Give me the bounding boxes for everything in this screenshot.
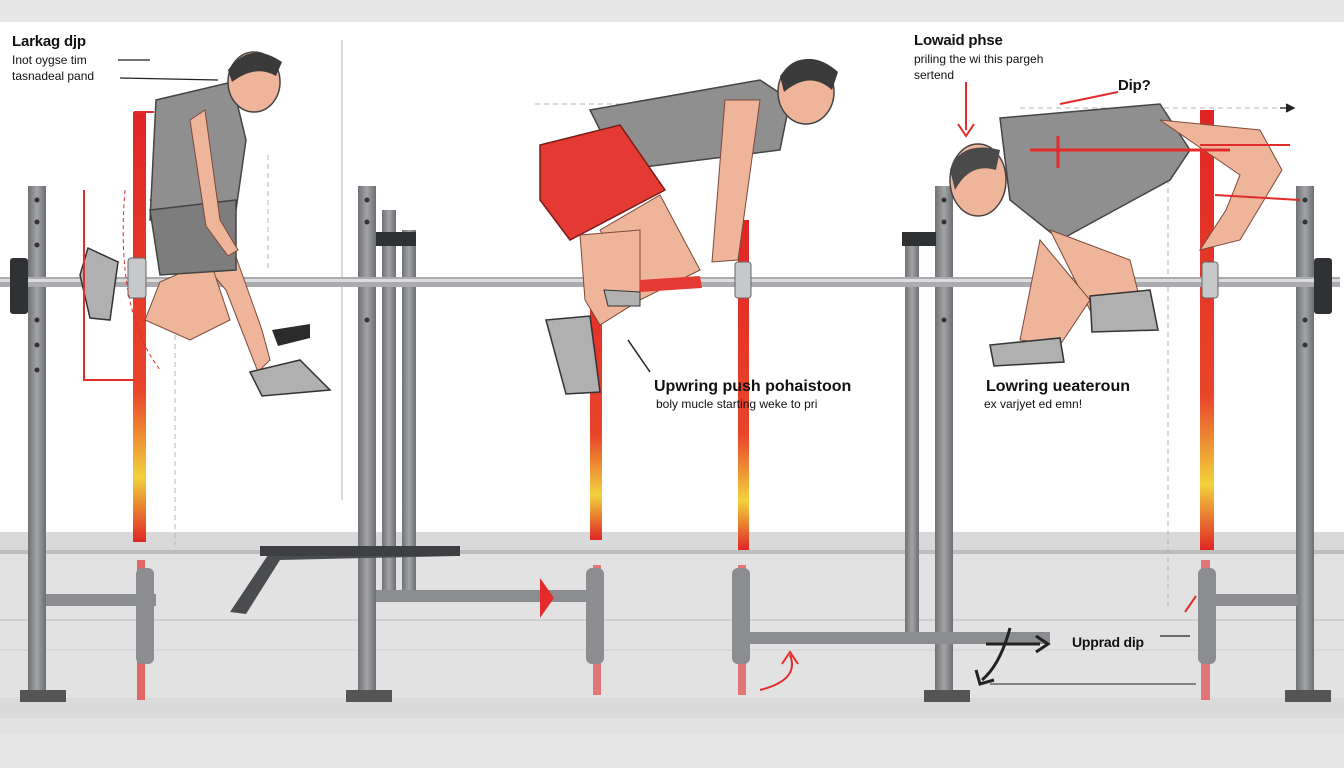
athlete-figure-right [949, 103, 1283, 367]
left-title: Larkag djp [12, 33, 86, 50]
floor [0, 532, 1344, 734]
right-phase-title: Lowring ueateroun [986, 378, 1130, 395]
left-subtitle-1: Inot oygse tim [12, 53, 87, 67]
right-subtitle-1: priling the wi this pargeh [914, 52, 1044, 66]
bottom-right-label: Upprad dip [1072, 634, 1144, 650]
right-subtitle-2: sertend [914, 68, 955, 82]
pointer-lines [118, 59, 1296, 686]
athlete-figure-center [539, 58, 838, 395]
right-title: Lowaid phse [914, 32, 1003, 49]
left-subtitle-2: tasnadeal pand [12, 69, 95, 83]
center-phase-subtitle: boly mucle starting weke to pri [656, 397, 818, 411]
athlete-figure-left [79, 51, 332, 397]
red-arrow-icon [540, 578, 554, 618]
right-phase-subtitle: ex varjyet ed emn! [984, 397, 1083, 411]
center-phase-title: Upwring push pohaistoon [654, 378, 852, 395]
annotations [83, 82, 1301, 691]
dip-label: Dip? [1118, 77, 1151, 94]
